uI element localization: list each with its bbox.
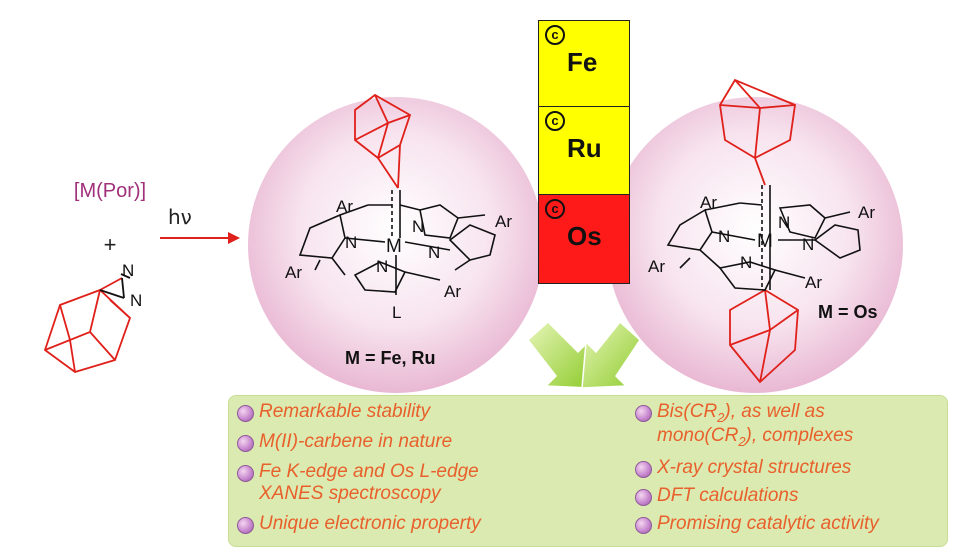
adamantyl-diazirine bbox=[43, 277, 132, 373]
features-panel: Remarkable stability M(II)-carbene in na… bbox=[228, 395, 948, 547]
metal-symbol-fe: Fe bbox=[567, 47, 598, 77]
metal-symbol-ru: Ru bbox=[567, 133, 602, 163]
right-adamantyl-bottom bbox=[729, 288, 799, 384]
copyright-icon: c bbox=[545, 111, 565, 131]
left-metal: M bbox=[386, 236, 402, 257]
feature-right-4: Promising catalytic activity bbox=[657, 513, 879, 534]
metal-box-ru: c Ru bbox=[538, 106, 630, 196]
feature-right-1-line2: mono(CR2), complexes bbox=[657, 425, 854, 449]
metal-symbol-os: Os bbox=[567, 221, 602, 251]
left-ar-4: Ar bbox=[444, 282, 461, 301]
right-metal: M bbox=[757, 231, 773, 252]
light-arrow bbox=[160, 232, 240, 244]
right-caption: M = Os bbox=[818, 302, 878, 322]
diazirine-n2: N bbox=[130, 291, 142, 310]
left-sphere bbox=[248, 97, 544, 393]
right-ar-3: Ar bbox=[648, 257, 665, 276]
feature-left-3-line2: XANES spectroscopy bbox=[259, 483, 441, 504]
bullet-icon bbox=[237, 517, 254, 534]
left-ar-3: Ar bbox=[285, 263, 302, 282]
left-n-1: N bbox=[412, 217, 424, 236]
green-arrows bbox=[526, 320, 641, 389]
light-label: hν bbox=[168, 205, 192, 229]
right-n-4: N bbox=[740, 253, 752, 272]
right-n-3: N bbox=[802, 235, 814, 254]
plus-sign: + bbox=[103, 232, 117, 257]
reagent-complex: [M(Por)] bbox=[73, 180, 147, 202]
right-adamantyl-top bbox=[719, 78, 796, 186]
feature-right-1: Bis(CR2), as well as bbox=[657, 401, 825, 425]
right-sphere bbox=[607, 97, 903, 393]
diazirine-n1: N bbox=[122, 261, 134, 280]
bullet-icon bbox=[635, 517, 652, 534]
bullet-icon bbox=[237, 465, 254, 482]
metal-box-fe: c Fe bbox=[538, 20, 630, 108]
bullet-icon bbox=[635, 489, 652, 506]
feature-right-2: X-ray crystal structures bbox=[657, 457, 852, 478]
bullet-icon bbox=[237, 405, 254, 422]
metal-box-os: c Os bbox=[538, 194, 630, 284]
copyright-icon: c bbox=[545, 199, 565, 219]
feature-left-2: M(II)-carbene in nature bbox=[259, 431, 453, 452]
right-n-2: N bbox=[718, 227, 730, 246]
bullet-icon bbox=[635, 461, 652, 478]
bullet-icon bbox=[635, 405, 652, 422]
left-caption: M = Fe, Ru bbox=[345, 348, 436, 368]
right-ar-4: Ar bbox=[805, 273, 822, 292]
left-n-4: N bbox=[376, 257, 388, 276]
bullet-icon bbox=[237, 435, 254, 452]
copyright-icon: c bbox=[545, 25, 565, 45]
right-porphyrin bbox=[666, 185, 861, 291]
feature-left-1: Remarkable stability bbox=[259, 401, 431, 422]
right-ar-1: Ar bbox=[700, 193, 717, 212]
left-ar-1: Ar bbox=[336, 197, 353, 216]
left-n-3: N bbox=[428, 243, 440, 262]
feature-right-3: DFT calculations bbox=[657, 485, 799, 506]
feature-left-4: Unique electronic property bbox=[259, 513, 481, 534]
left-ligand: L bbox=[392, 303, 401, 322]
left-ar-2: Ar bbox=[495, 212, 512, 231]
left-adamantyl bbox=[354, 93, 412, 189]
left-n-2: N bbox=[345, 233, 357, 252]
left-porphyrin bbox=[298, 190, 496, 295]
right-ar-2: Ar bbox=[858, 203, 875, 222]
right-n-1: N bbox=[778, 213, 790, 232]
feature-left-3: Fe K-edge and Os L-edge bbox=[259, 461, 479, 482]
